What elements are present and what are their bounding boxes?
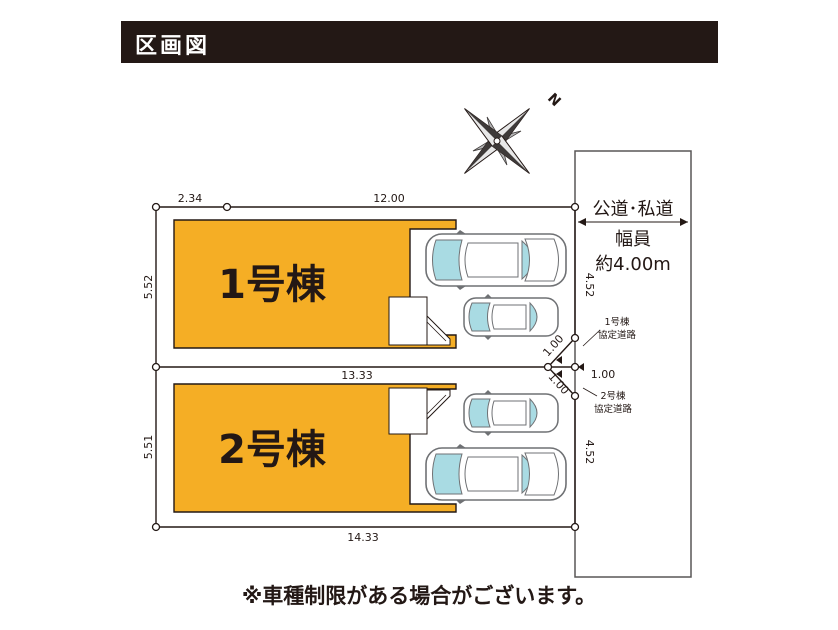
boundary-markers (151, 202, 580, 532)
lot1-access-line1: 1号棟 (604, 316, 630, 328)
dim-middle: 13.33 (341, 369, 373, 382)
dim-top-left: 2.34 (178, 192, 203, 205)
lot2-access-line2: 協定道路 (594, 403, 633, 415)
lot2-access-line1: 2号棟 (600, 390, 626, 402)
car-icon (425, 443, 567, 505)
lot1-access-line2: 協定道路 (598, 329, 637, 341)
dim-corner-3: 1.00 (546, 370, 572, 397)
road-type-label: 公道･私道 (593, 199, 674, 220)
dim-corner-2: 1.00 (591, 368, 616, 381)
lot-2 (173, 383, 457, 513)
dim-bottom: 14.33 (347, 531, 379, 544)
vehicle-restriction-note: ※車種制限がある場合がございます。 (241, 584, 597, 608)
road-width-label: 幅員 (615, 229, 651, 250)
dim-lot1-depth: 5.52 (142, 275, 155, 300)
lot-1-label: 1号棟 (218, 262, 327, 308)
dim-lot2-depth: 5.51 (142, 435, 155, 460)
car-icon (463, 293, 559, 341)
car-icon (463, 389, 559, 437)
dim-top-main: 12.00 (373, 192, 405, 205)
dim-lot1-frontage: 4.52 (583, 273, 596, 298)
page-title: 区画図 (135, 34, 211, 59)
dim-lot2-frontage: 4.52 (583, 440, 596, 465)
lot-2-label: 2号棟 (218, 427, 327, 473)
car-icon (425, 229, 567, 291)
compass-icon (464, 108, 530, 174)
road-width-value: 約4.00m (595, 254, 671, 275)
header-bar: 区画図 (121, 21, 718, 63)
lot-1-entry (388, 296, 428, 346)
lot-2-entry (388, 387, 428, 435)
north-label: N (544, 90, 564, 110)
